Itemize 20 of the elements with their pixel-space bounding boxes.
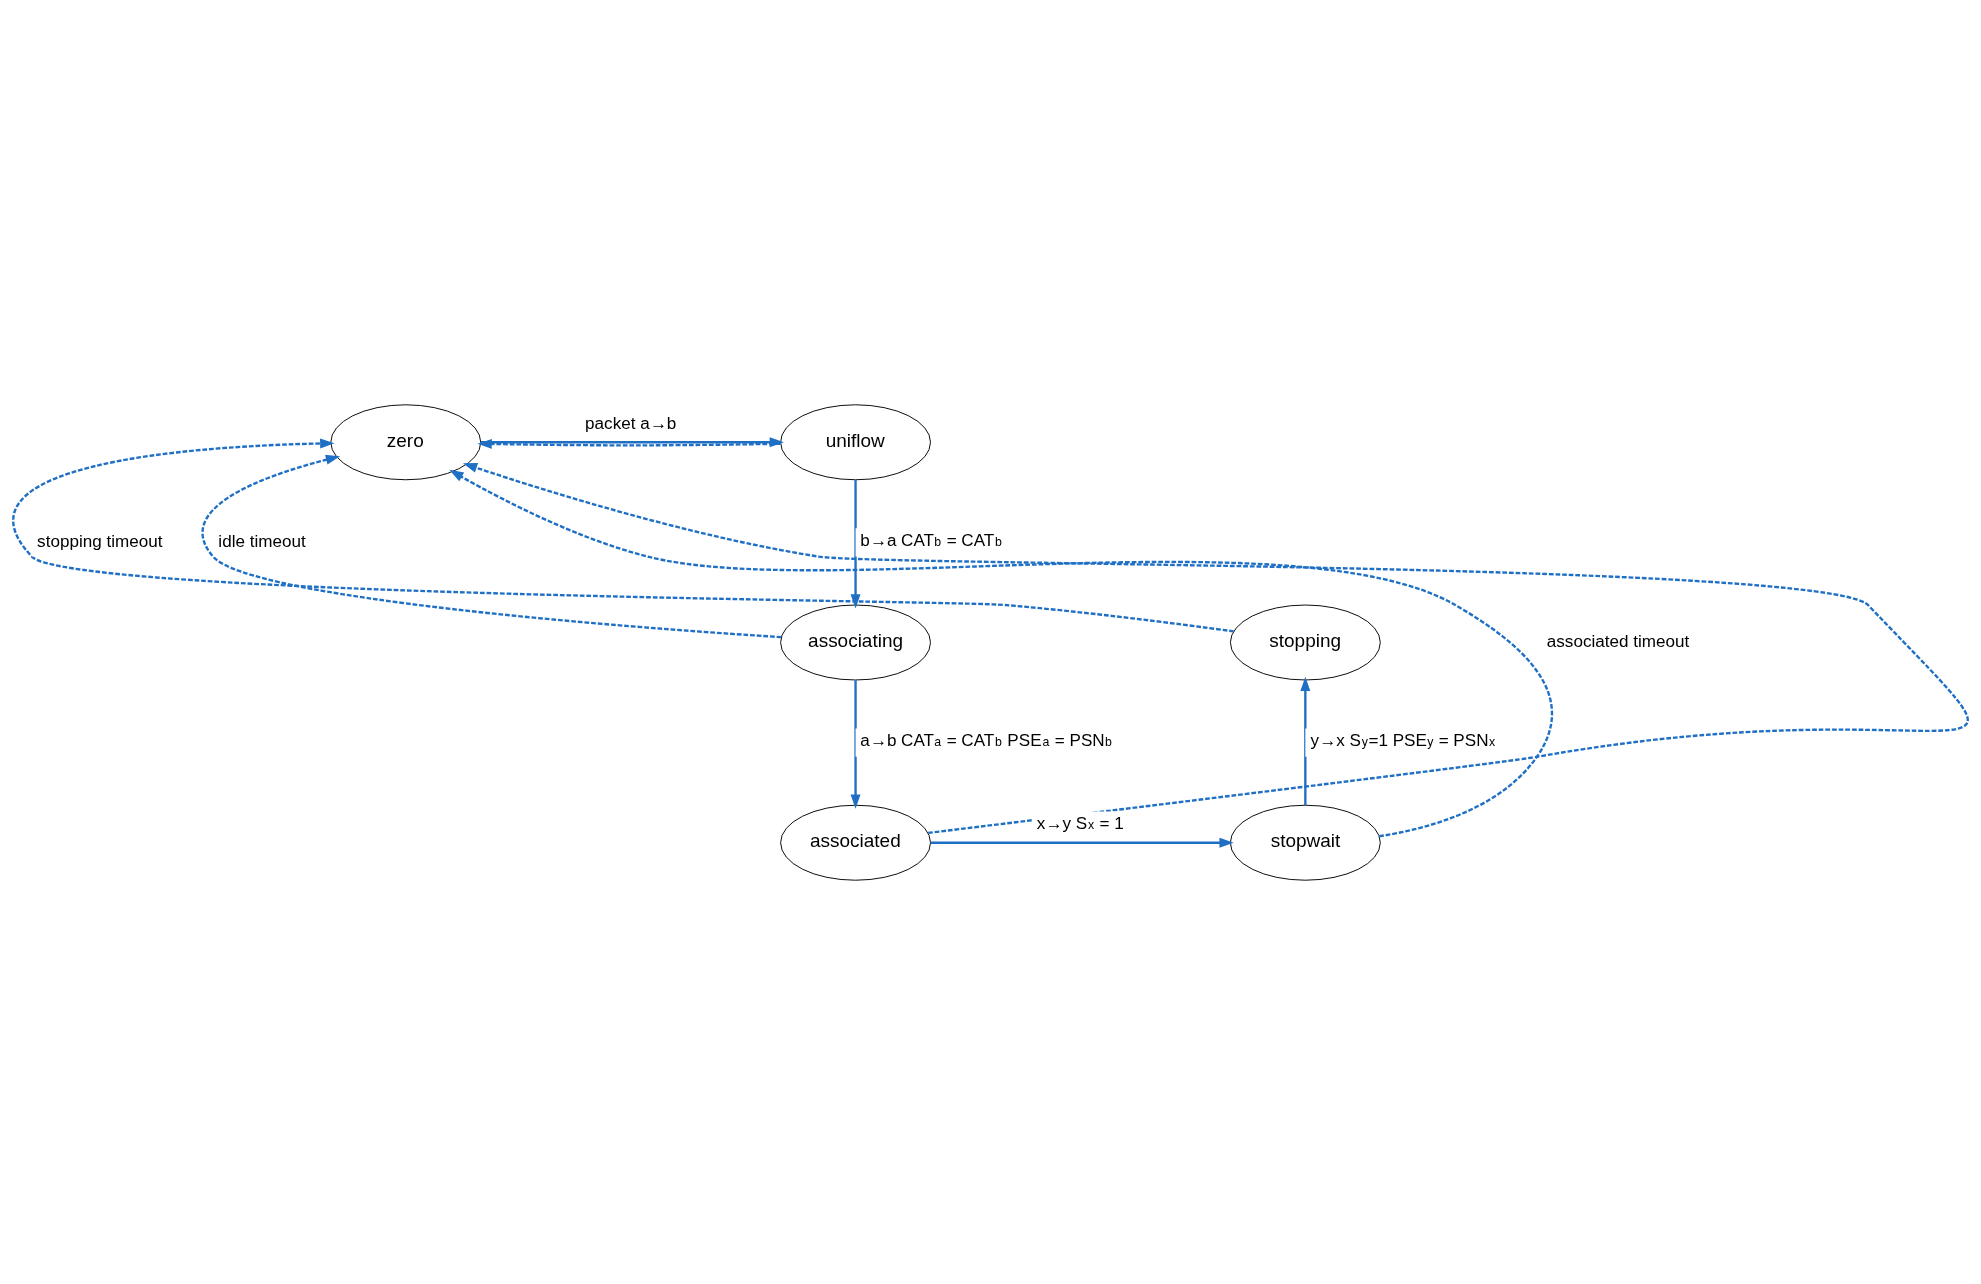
edge-label: associated timeout [1546, 631, 1690, 651]
arrow [201, 454, 782, 638]
node-ellipse: uniflow [780, 403, 931, 480]
edge-label: x→y Sx = 1 [1036, 813, 1124, 833]
edge-label: a→b CATa = CATb PSEa = PSNb [860, 730, 1112, 750]
node-ellipse: associating [780, 604, 931, 680]
edge-label: b→a CATb = CATb [860, 530, 1002, 550]
node-ellipse: associated [780, 804, 931, 881]
edge-label: stopping timeout [37, 531, 163, 551]
arrow [930, 837, 1234, 848]
edge-label: packet a→b [585, 413, 677, 433]
edge-label: idle timeout [218, 531, 306, 551]
edge-label: y→x Sy=1 PSEy = PSNx [1310, 730, 1496, 750]
arrow [850, 679, 861, 809]
node-ellipse: stopwait [1229, 804, 1381, 881]
node-ellipse: stopping [1229, 604, 1381, 680]
arrow [449, 469, 1553, 837]
arrow [463, 462, 1966, 834]
arrow [1300, 676, 1311, 805]
arrow [850, 479, 861, 608]
